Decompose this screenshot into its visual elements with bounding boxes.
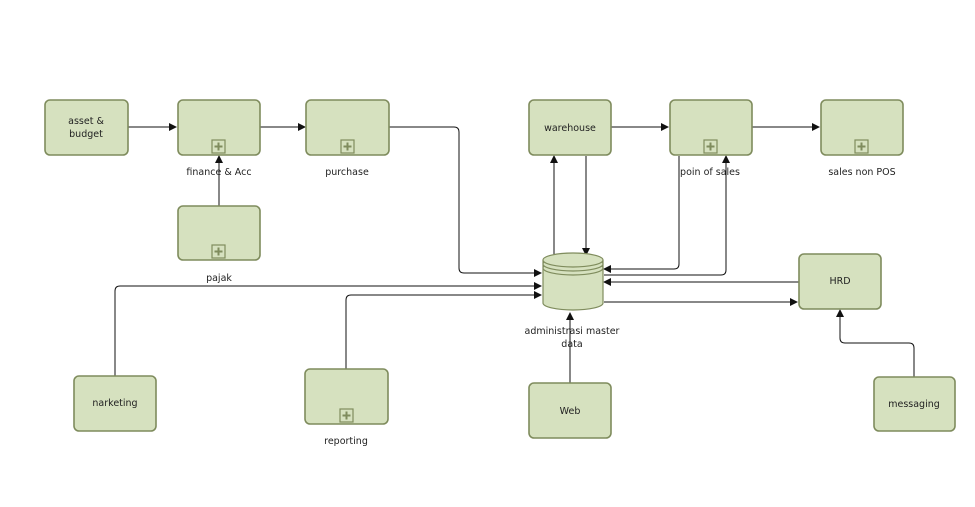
node-pajak[interactable]	[177, 205, 261, 261]
edge-pos-to-database	[603, 156, 680, 273]
database-cylinder-icon	[542, 252, 604, 311]
edge-reporting-to-database	[345, 291, 542, 369]
node-web-label: Web	[560, 406, 581, 417]
node-finance-acc-label: finance & Acc	[186, 167, 251, 178]
edge-marketing-to-database	[114, 282, 542, 376]
node-poin-of-sales[interactable]	[669, 99, 753, 156]
node-hrd[interactable]: HRD	[798, 253, 882, 310]
node-asset-budget-label-line1: asset &	[68, 116, 104, 127]
edge-database-to-pos	[604, 155, 730, 276]
node-purchase-label: purchase	[325, 167, 369, 178]
edge-messaging-to-hrd	[836, 309, 915, 377]
node-marketing[interactable]: narketing	[73, 375, 157, 432]
node-sales-non-pos-label: sales non POS	[828, 167, 895, 178]
node-reporting[interactable]	[304, 368, 389, 425]
node-database[interactable]: administrasi master data	[525, 252, 620, 350]
subprocess-plus-icon	[339, 408, 354, 423]
subprocess-plus-icon	[703, 139, 718, 154]
node-messaging[interactable]: messaging	[873, 376, 956, 432]
node-asset-budget[interactable]: asset & budget	[44, 99, 129, 156]
subprocess-plus-icon	[854, 139, 869, 154]
node-warehouse-label: warehouse	[544, 123, 596, 134]
node-warehouse[interactable]: warehouse	[528, 99, 612, 156]
node-poin-of-sales-label: poin of sales	[680, 167, 740, 178]
node-marketing-label: narketing	[92, 398, 137, 409]
subprocess-plus-icon	[340, 139, 355, 154]
node-asset-budget-label-line2: budget	[69, 129, 103, 140]
node-database-label-line2: data	[561, 339, 582, 350]
subprocess-plus-icon	[211, 139, 226, 154]
node-hrd-label: HRD	[829, 276, 850, 287]
edge-purchase-to-database	[389, 126, 542, 277]
connectors	[114, 123, 915, 383]
node-pajak-label: pajak	[206, 273, 232, 284]
subprocess-plus-icon	[211, 244, 226, 259]
node-reporting-label: reporting	[324, 436, 368, 447]
node-messaging-label: messaging	[888, 399, 940, 410]
node-purchase[interactable]	[305, 99, 390, 156]
node-finance-acc[interactable]	[177, 99, 261, 156]
node-sales-non-pos[interactable]	[820, 99, 904, 156]
node-database-label-line1: administrasi master	[525, 326, 620, 337]
node-web[interactable]: Web	[528, 382, 612, 439]
